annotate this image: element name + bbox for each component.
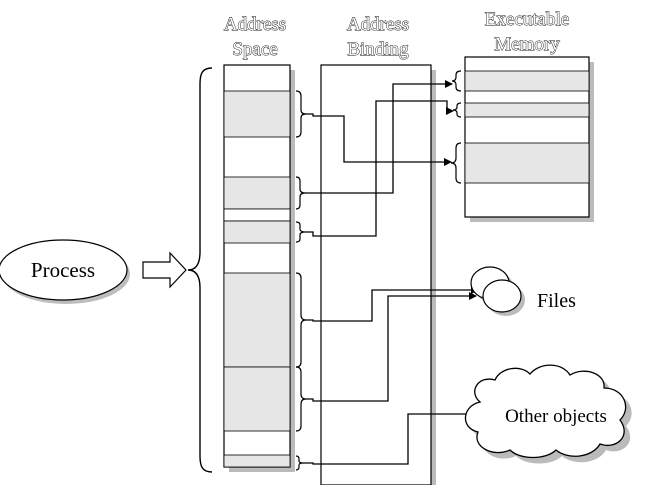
process-to-address-space-arrow [142, 251, 187, 289]
process-label: Process [31, 258, 95, 282]
files-label: Files [537, 290, 576, 312]
other-objects-label: Other objects [505, 406, 607, 427]
address-space-region-5 [223, 272, 291, 368]
files-icon [470, 266, 525, 316]
executable-memory-header-line2: Memory [494, 34, 560, 55]
memory-region-brackets [450, 70, 462, 184]
binding-line-4 [306, 286, 479, 322]
address-space-region-6 [223, 366, 291, 432]
memory-region-2 [464, 102, 590, 118]
executable-memory-column [464, 56, 594, 222]
address-space-region-3 [223, 208, 291, 222]
memory-region-1 [464, 70, 590, 92]
address-binding-header-line2: Binding [347, 39, 409, 60]
binding-line-6 [303, 410, 489, 465]
binding-line-5 [306, 292, 477, 402]
address-space-region-4 [223, 220, 291, 244]
address-space-region-2 [223, 176, 291, 210]
memory-region-3 [464, 142, 590, 184]
other-objects-cloud [464, 364, 632, 464]
binding-line-2 [305, 80, 453, 194]
address-space-region-1 [223, 90, 291, 138]
address-space-region-7 [223, 454, 291, 468]
process-node: Process [0, 239, 130, 304]
address-binding-header-line1: Address [347, 14, 409, 35]
address-space-region-braces [295, 90, 307, 471]
binding-connectors [303, 80, 489, 465]
binding-line-3 [305, 100, 454, 237]
address-binding-column [320, 64, 436, 485]
address-space-header-line1: Address [224, 14, 286, 35]
binding-line-1 [306, 113, 452, 166]
address-space-column [223, 64, 295, 472]
address-space-brace [187, 67, 213, 473]
executable-memory-header-line1: Executable [485, 9, 569, 30]
address-space-header-line2: Space [232, 39, 277, 60]
